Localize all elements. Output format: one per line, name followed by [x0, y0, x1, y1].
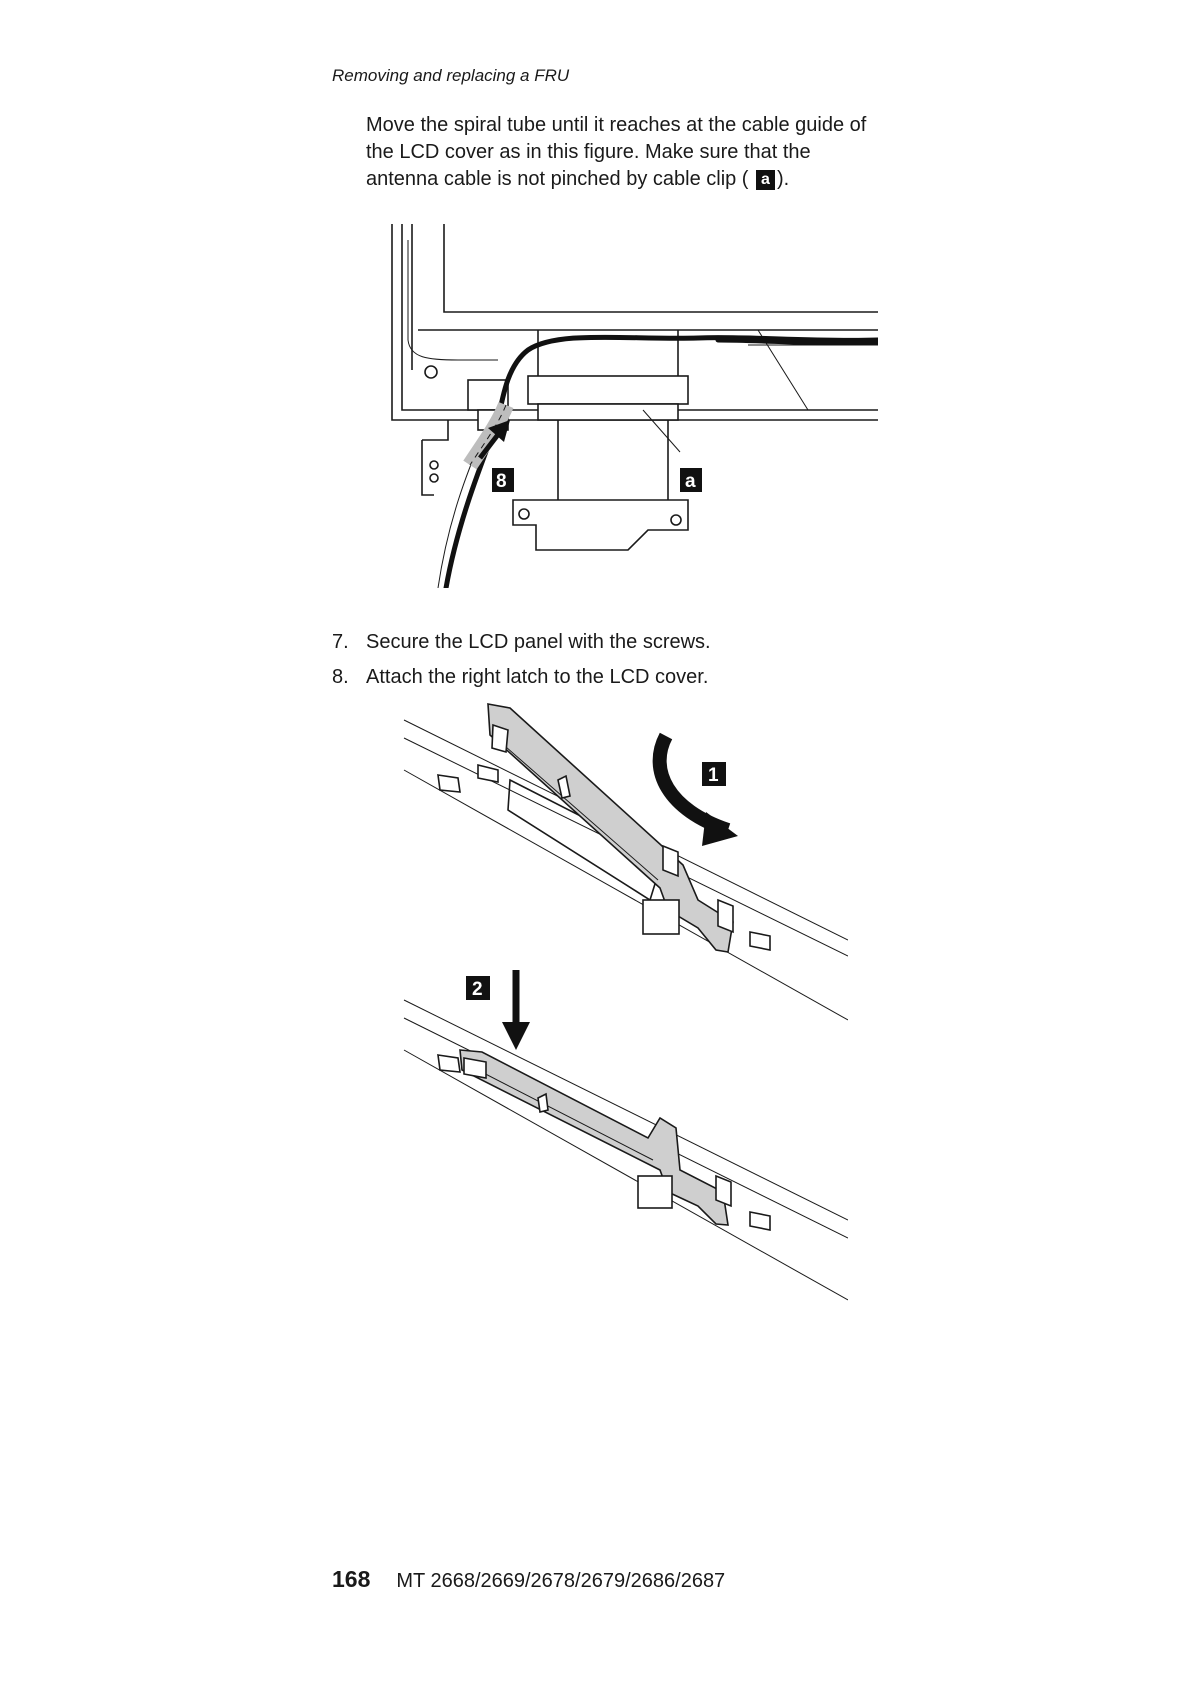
- page-number: 168: [332, 1566, 371, 1592]
- running-header: Removing and replacing a FRU: [332, 66, 570, 85]
- callout-8-label: 8: [496, 471, 507, 492]
- step-list: 7. Secure the LCD panel with the screws.…: [332, 625, 711, 695]
- callout-1-label: 1: [708, 765, 719, 786]
- intro-text-before: Move the spiral tube until it reaches at…: [366, 114, 867, 190]
- callout-2-label: 2: [472, 979, 483, 1000]
- step-item: 7. Secure the LCD panel with the screws.: [332, 625, 711, 660]
- step-number: 7.: [332, 631, 349, 653]
- step-number: 8.: [332, 666, 349, 688]
- step-text: Attach the right latch to the LCD cover.: [366, 666, 709, 688]
- callout-a-label: a: [685, 471, 696, 492]
- model-numbers: MT 2668/2669/2678/2679/2686/2687: [396, 1570, 726, 1592]
- step-item: 8. Attach the right latch to the LCD cov…: [332, 660, 711, 695]
- intro-text-after: ).: [776, 168, 790, 190]
- page-footer: 168 MT 2668/2669/2678/2679/2686/2687: [332, 1566, 725, 1593]
- latch-attach-figure: 1 2: [403, 703, 848, 1301]
- step-text: Secure the LCD panel with the screws.: [366, 631, 711, 653]
- callout-a-inline: a: [756, 170, 775, 190]
- intro-paragraph: Move the spiral tube until it reaches at…: [366, 112, 886, 193]
- cable-routing-figure: 8 a: [391, 224, 878, 588]
